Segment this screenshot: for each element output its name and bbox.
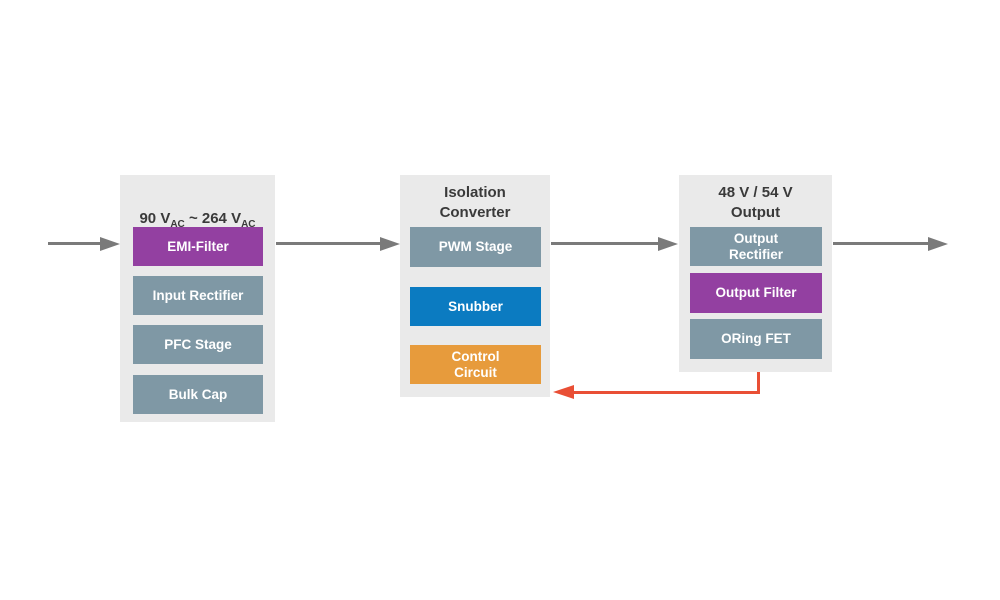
title-text: 90 V (139, 210, 171, 227)
feedback-horizontal-segment (570, 391, 760, 394)
block-snubber: Snubber (410, 287, 541, 326)
panel-input-title: 90 VAC ~ 264 VAC (120, 189, 275, 230)
arrow-head-icon (380, 236, 400, 251)
arrow-head-icon (928, 236, 948, 251)
panel-output-title: 48 V / 54 V Output (718, 184, 793, 221)
arrow-shaft (833, 242, 930, 245)
block-control-circuit: Control Circuit (410, 345, 541, 384)
arrow-head-icon (100, 236, 120, 251)
block-oring-fet: ORing FET (690, 319, 822, 359)
title-subscript: AC (170, 219, 185, 230)
feedback-vertical-segment (757, 372, 760, 394)
block-pwm-stage: PWM Stage (410, 227, 541, 267)
panel-converter-title: Isolation Converter (439, 184, 511, 221)
block-bulk-cap: Bulk Cap (133, 375, 263, 414)
block-pfc-stage: PFC Stage (133, 325, 263, 364)
block-output-filter: Output Filter (690, 273, 822, 313)
panel-isolation-converter: Isolation Converter PWM Stage Snubber Co… (400, 175, 550, 397)
arrow-shaft (276, 242, 382, 245)
arrow-shaft (48, 242, 102, 245)
block-input-rectifier: Input Rectifier (133, 276, 263, 315)
panel-input-stage: 90 VAC ~ 264 VAC EMI-Filter Input Rectif… (120, 175, 275, 422)
title-text: ~ 264 V (184, 210, 242, 227)
title-subscript: AC (241, 219, 256, 230)
arrow-head-icon (658, 236, 678, 251)
block-output-rectifier: Output Rectifier (690, 227, 822, 266)
feedback-arrow-head-icon (553, 385, 574, 399)
block-emi-filter: EMI-Filter (133, 227, 263, 266)
panel-output-stage: 48 V / 54 V Output Output Rectifier Outp… (679, 175, 832, 372)
arrow-shaft (551, 242, 660, 245)
